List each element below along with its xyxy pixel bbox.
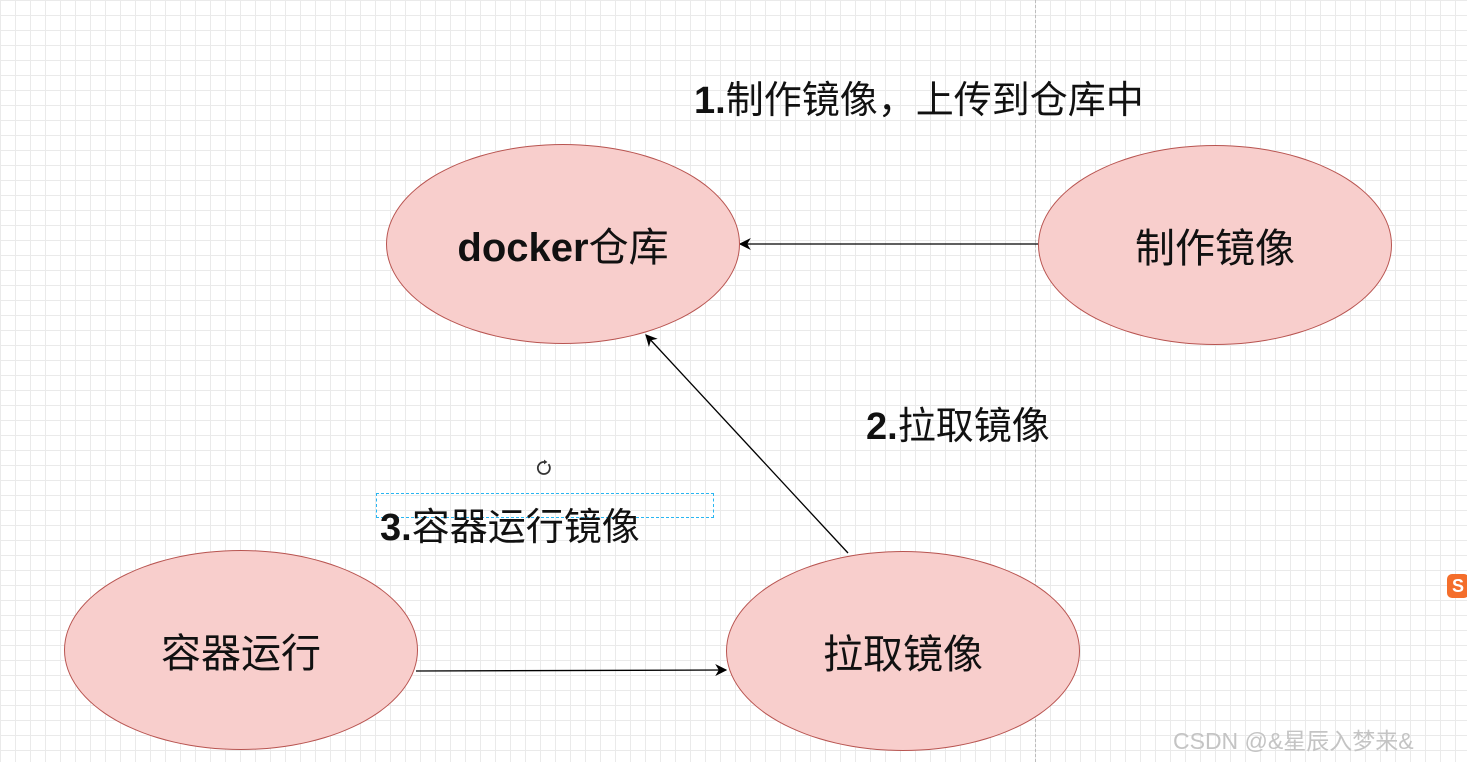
edge-label-step3[interactable]: 3.容器运行镜像 bbox=[380, 505, 640, 550]
edge-label-step2-num: 2. bbox=[866, 406, 898, 448]
edge-label-step3-text: 容器运行镜像 bbox=[411, 505, 640, 549]
rotate-handle-icon[interactable] bbox=[535, 459, 553, 477]
edge-run-to-pull[interactable] bbox=[415, 664, 728, 677]
node-run-container-label: 容器运行 bbox=[161, 631, 321, 677]
node-pull-image[interactable]: 拉取镜像 bbox=[726, 551, 1080, 751]
selection-box[interactable] bbox=[376, 493, 714, 518]
watermark: CSDN @&星辰入梦来& bbox=[1173, 728, 1414, 754]
node-docker-registry[interactable]: docker仓库 bbox=[386, 144, 740, 344]
node-build-image-label: 制作镜像 bbox=[1135, 226, 1295, 272]
edge-label-step2-text: 拉取镜像 bbox=[897, 404, 1050, 448]
node-pull-image-label: 拉取镜像 bbox=[823, 632, 983, 678]
page-break-divider bbox=[1035, 0, 1036, 762]
edge-label-step1[interactable]: 1.制作镜像，上传到仓库中 bbox=[694, 78, 1144, 123]
node-run-container[interactable]: 容器运行 bbox=[64, 550, 418, 750]
edge-label-step1-text: 制作镜像，上传到仓库中 bbox=[725, 78, 1144, 122]
edge-label-step3-num: 3. bbox=[380, 507, 412, 549]
edge-label-step1-num: 1. bbox=[694, 80, 726, 122]
node-docker-registry-label: docker仓库 bbox=[457, 225, 669, 271]
sogou-ime-icon[interactable]: S bbox=[1447, 574, 1467, 598]
edge-label-step2[interactable]: 2.拉取镜像 bbox=[866, 404, 1050, 449]
node-build-image[interactable]: 制作镜像 bbox=[1038, 145, 1392, 345]
edge-pull-to-registry[interactable] bbox=[645, 334, 849, 554]
